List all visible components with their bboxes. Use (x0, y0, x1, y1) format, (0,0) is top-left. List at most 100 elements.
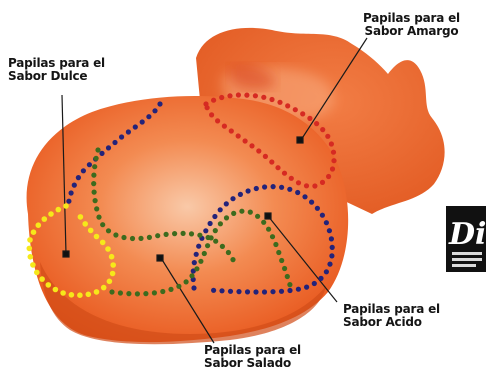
papilla-dot (304, 183, 309, 188)
papilla-dot (331, 158, 336, 163)
papilla-dot (60, 290, 66, 296)
papilla-dot (110, 271, 116, 277)
brand-logo: Di (446, 206, 486, 272)
papilla-dot (276, 250, 281, 255)
papilla-dot (211, 288, 216, 293)
papilla-dot (230, 196, 235, 201)
papilla-dot (320, 213, 325, 218)
papilla-dot (95, 147, 100, 152)
papilla-dot (91, 181, 96, 186)
papilla-dot (87, 162, 92, 167)
papilla-dot (243, 138, 248, 143)
papilla-dot (205, 105, 210, 110)
papilla-dot (106, 228, 111, 233)
papilla-dot (192, 260, 197, 265)
papilla-dot (249, 143, 254, 148)
papilla-dot (329, 236, 334, 241)
papilla-dot (253, 93, 258, 98)
label-salty-papillae: Papilas para el Sabor Salado (204, 344, 301, 370)
papilla-dot (105, 246, 111, 252)
papilla-dot (76, 175, 81, 180)
papilla-dot (236, 289, 241, 294)
papilla-dot (262, 184, 267, 189)
papilla-dot (307, 116, 312, 121)
marker-sweet (63, 251, 69, 257)
papilla-dot (196, 244, 201, 249)
papilla-dot (197, 233, 202, 238)
papilla-dot (287, 288, 292, 293)
label-bitter-line2: Sabor Amargo (363, 25, 460, 38)
papilla-dot (222, 124, 227, 129)
papilla-dot (77, 292, 83, 298)
papilla-dot (31, 229, 37, 235)
papilla-dot (78, 214, 84, 220)
papilla-dot (194, 266, 199, 271)
papilla-dot (110, 262, 116, 268)
papilla-dot (48, 211, 54, 217)
papilla-dot (219, 95, 224, 100)
papilla-dot (314, 121, 319, 126)
papilla-dot (147, 235, 152, 240)
papilla-dot (46, 282, 52, 288)
papilla-dot (324, 220, 329, 225)
papilla-dot (318, 276, 323, 281)
papilla-dot (130, 236, 135, 241)
papilla-dot (285, 103, 290, 108)
papilla-dot (121, 235, 126, 240)
papilla-dot (325, 134, 330, 139)
papilla-dot (30, 262, 36, 268)
papilla-dot (94, 234, 100, 240)
papilla-dot (230, 257, 235, 262)
papilla-dot (269, 159, 274, 164)
papilla-dot (246, 188, 251, 193)
marker-salty (157, 255, 163, 261)
papilla-dot (296, 287, 301, 292)
papilla-dot (213, 228, 218, 233)
papilla-dot (312, 183, 317, 188)
papilla-dot (28, 254, 34, 260)
papilla-dot (261, 95, 266, 100)
papilla-dot (273, 242, 278, 247)
papilla-dot (315, 206, 320, 211)
papilla-dot (320, 127, 325, 132)
papilla-dot (157, 101, 162, 106)
papilla-dot (304, 285, 309, 290)
papilla-dot (133, 124, 138, 129)
papilla-dot (261, 220, 266, 225)
papilla-dot (69, 292, 75, 298)
papilla-dot (287, 187, 292, 192)
papilla-dot (39, 276, 45, 282)
papilla-dot (118, 290, 123, 295)
papilla-dot (82, 221, 88, 227)
papilla-dot (119, 134, 124, 139)
papilla-dot (203, 228, 208, 233)
papilla-dot (168, 287, 173, 292)
papilla-dot (181, 231, 186, 236)
papilla-dot (263, 154, 268, 159)
papilla-dot (326, 174, 331, 179)
papilla-dot (277, 100, 282, 105)
papilla-dot (72, 183, 77, 188)
papilla-dot (226, 250, 231, 255)
papilla-dot (302, 194, 307, 199)
papilla-dot (202, 251, 207, 256)
label-bitter-papillae: Papilas para el Sabor Amargo (363, 12, 460, 38)
papilla-dot (327, 228, 332, 233)
papilla-dot (218, 207, 223, 212)
papilla-dot (92, 190, 97, 195)
papilla-dot (36, 222, 42, 228)
papilla-dot (106, 145, 111, 150)
papilla-dot (220, 244, 225, 249)
papilla-dot (279, 185, 284, 190)
papilla-dot (224, 215, 229, 220)
papilla-dot (238, 192, 243, 197)
papilla-dot (330, 245, 335, 250)
papilla-dot (126, 129, 131, 134)
papilla-dot (255, 214, 260, 219)
papilla-dot (239, 209, 244, 214)
label-sour-line2: Sabor Acido (343, 316, 440, 329)
papilla-dot (219, 288, 224, 293)
papilla-dot (256, 148, 261, 153)
papilla-dot (112, 140, 117, 145)
papilla-dot (189, 273, 194, 278)
